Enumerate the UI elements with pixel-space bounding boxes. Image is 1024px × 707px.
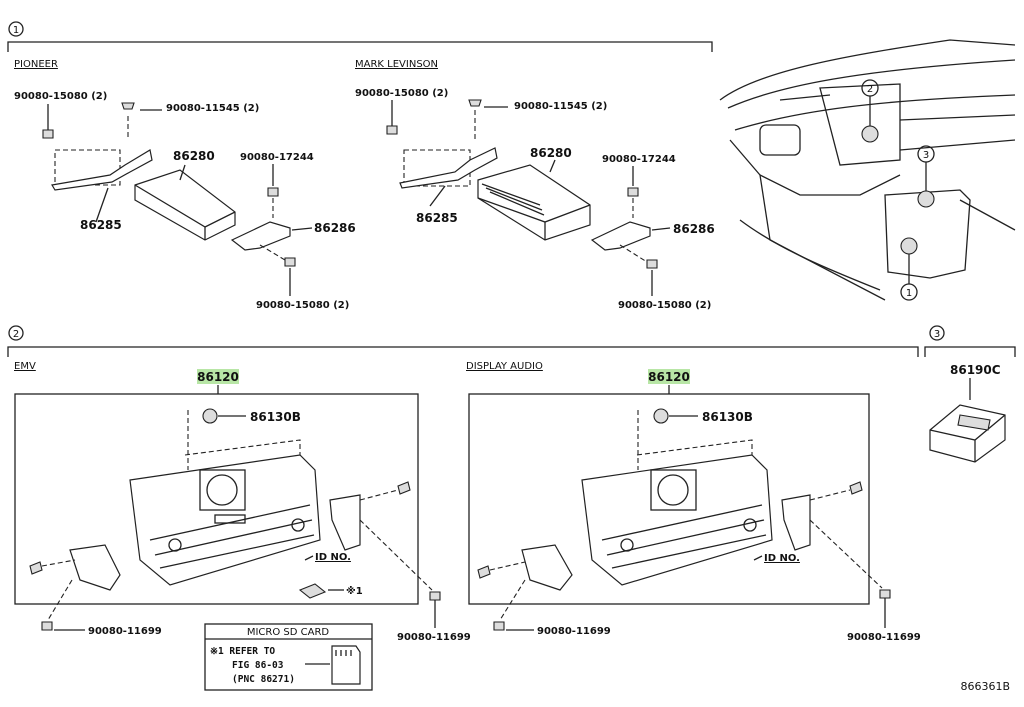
emv-screw-right-label: 90080-11699 [397, 632, 471, 643]
callout-dot-3 [917, 190, 935, 208]
emv-knob-label: 86130B [250, 410, 301, 424]
emv-bracket-left [69, 544, 121, 591]
nut-icon [267, 187, 279, 197]
section-1-bracket [7, 41, 713, 52]
emv-title: EMV [14, 361, 36, 372]
dashboard-illustration: 2 3 1 [719, 39, 1016, 301]
emv-unit-highlight [197, 369, 239, 384]
pioneer-title: PIONEER [14, 59, 58, 70]
screw-icon [493, 621, 505, 631]
da-unit-label: 86120 [648, 370, 690, 384]
da-unit-highlight [648, 369, 690, 384]
screw-icon [477, 565, 491, 579]
usb-port-86190c [929, 404, 1006, 463]
micro-sd-card-icon [331, 645, 361, 685]
bolt-icon [42, 129, 54, 139]
ml-label-bolt-a: 90080-15080 (2) [355, 88, 448, 99]
micro-sd-title: MICRO SD CARD [247, 627, 330, 638]
pioneer-label-bolt-a: 90080-15080 (2) [14, 91, 107, 102]
knob-icon [202, 408, 218, 424]
section-3-marker: 3 [934, 329, 940, 340]
section-2-bracket [7, 346, 919, 357]
screw-icon [41, 621, 53, 631]
micro-sd-line3: (PNC 86271) [232, 674, 295, 685]
bracket-86285 [399, 147, 498, 189]
bolt-icon [386, 125, 398, 135]
emv-bracket-right [329, 494, 361, 551]
pioneer-group: PIONEER 90080-15080 (2) 90080-11545 (2) … [14, 59, 356, 311]
pioneer-label-nut: 90080-17244 [240, 152, 314, 163]
figure-id: 866361B [960, 680, 1010, 693]
mark-levinson-group: MARK LEVINSON 90080-15080 (2) 90080-1154… [355, 59, 715, 311]
emv-id-no: ID NO. [315, 552, 351, 563]
emv-note-mark: ※1 [346, 585, 363, 597]
da-screw-right-label: 90080-11699 [847, 632, 921, 643]
da-knob-label: 86130B [702, 410, 753, 424]
pioneer-label-screw-a: 90080-11545 (2) [166, 103, 259, 114]
dashboard-callout-1: 1 [906, 288, 912, 299]
callout-dot-1 [900, 237, 918, 255]
dashboard-callout-3: 3 [923, 150, 929, 161]
section-1-marker: 1 [13, 25, 19, 36]
section-1: 1 PIONEER 90080-15080 (2) 90080-11545 (2… [7, 21, 715, 311]
da-bracket-left [521, 544, 573, 591]
dashboard-callout-2: 2 [867, 84, 873, 95]
micro-sd-line1: ※1 REFER TO [210, 646, 275, 657]
emv-head-unit [129, 454, 321, 586]
bracket-86286 [230, 221, 291, 251]
micro-sd-line2: FIG 86-03 [232, 660, 284, 671]
da-id-no: ID NO. [764, 553, 800, 564]
bracket-86286 [590, 221, 651, 251]
screw-icon [468, 99, 482, 107]
da-bracket-right [781, 494, 811, 551]
section-3-bracket [924, 346, 1016, 357]
mark-levinson-title: MARK LEVINSON [355, 59, 438, 70]
screw-icon [121, 102, 135, 110]
section-2: 2 EMV 86120 86130B ID NO. [7, 325, 921, 643]
pioneer-label-bracket-l: 86285 [80, 218, 122, 232]
display-audio-group: DISPLAY AUDIO 86120 86130B ID NO. [466, 361, 921, 643]
bolt-icon [646, 259, 658, 269]
ml-label-screw-a: 90080-11545 (2) [514, 101, 607, 112]
screw-icon [879, 589, 891, 599]
ml-label-unit: 86280 [530, 146, 572, 160]
bolt-icon [284, 257, 296, 267]
pioneer-label-unit: 86280 [173, 149, 215, 163]
ml-label-nut: 90080-17244 [602, 154, 676, 165]
ml-label-bracket-r: 86286 [673, 222, 715, 236]
display-audio-title: DISPLAY AUDIO [466, 361, 543, 372]
emv-group: EMV 86120 86130B ID NO. ※1 [14, 361, 471, 643]
screw-icon [29, 561, 43, 575]
ml-label-bracket-l: 86285 [416, 211, 458, 225]
knob-icon [653, 408, 669, 424]
emv-screw-left-label: 90080-11699 [88, 626, 162, 637]
micro-sd-slot [298, 583, 327, 599]
emv-frame [14, 393, 419, 605]
screw-icon [397, 481, 411, 495]
pioneer-label-bolt-b: 90080-15080 (2) [256, 300, 349, 311]
da-head-unit [581, 454, 773, 586]
micro-sd-card-note: MICRO SD CARD ※1 REFER TO FIG 86-03 (PNC… [204, 623, 373, 691]
screw-icon [849, 481, 863, 495]
screw-icon [429, 591, 441, 601]
nut-icon [627, 187, 639, 197]
emv-unit-label: 86120 [197, 370, 239, 384]
unit-86280 [134, 169, 236, 241]
da-screw-left-label: 90080-11699 [537, 626, 611, 637]
section-3: 3 86190C [924, 325, 1016, 463]
callout-dot-2 [861, 125, 879, 143]
s3-part-label: 86190C [950, 363, 1001, 377]
bracket-86285 [51, 149, 153, 191]
pioneer-label-bracket-r: 86286 [314, 221, 356, 235]
ml-label-bolt-b: 90080-15080 (2) [618, 300, 711, 311]
section-2-marker: 2 [13, 329, 19, 340]
da-frame [468, 393, 870, 605]
